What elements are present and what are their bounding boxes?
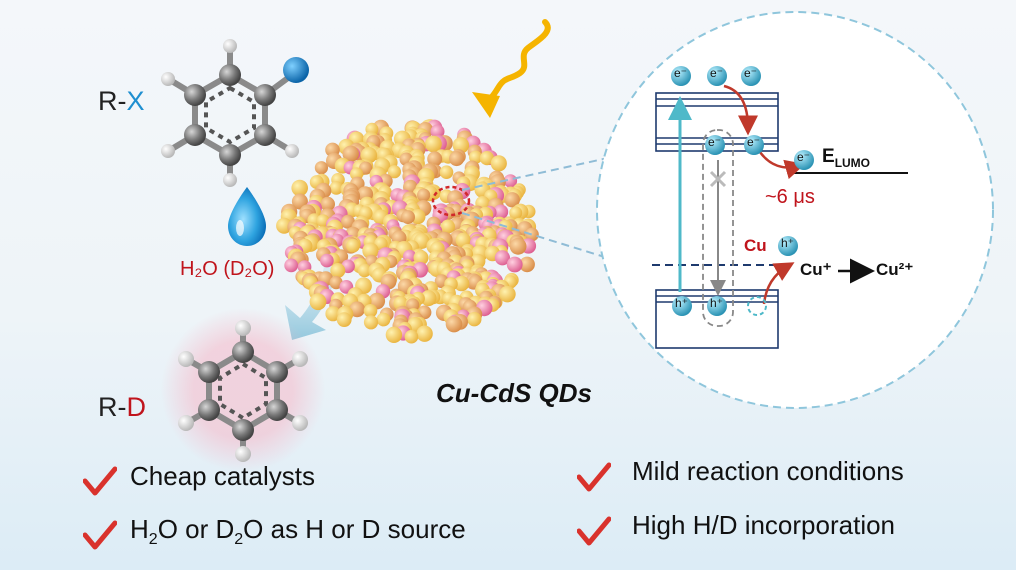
qd-atom <box>509 206 523 220</box>
qd-atom <box>362 242 379 259</box>
qd-atom <box>427 151 443 167</box>
qd-atom <box>325 306 341 322</box>
hole <box>707 296 727 316</box>
blocked-recombination-cross-icon <box>709 170 727 188</box>
qd-atom <box>363 315 379 330</box>
qd-atom <box>449 151 465 167</box>
electron <box>741 66 761 86</box>
electron <box>705 135 725 155</box>
qd-atom <box>341 214 355 229</box>
qd-atom <box>469 150 483 164</box>
qd-atom <box>342 145 359 162</box>
qd-atom <box>387 165 401 179</box>
light-wave-icon <box>472 19 551 118</box>
cu-plus-label: Cu⁺ <box>800 260 832 279</box>
qd-atom <box>385 326 403 343</box>
qd-atom <box>404 329 419 344</box>
electron-label: e⁻ <box>747 135 761 149</box>
qd-atom <box>504 192 520 208</box>
qd-atom <box>363 304 378 318</box>
qd-atom <box>320 196 336 212</box>
qd-atom <box>314 161 328 175</box>
water-label: H₂O (D₂O) <box>180 258 275 280</box>
check-icon <box>577 462 611 492</box>
qd-atom <box>309 293 327 311</box>
qd-atom <box>490 155 507 172</box>
electron <box>671 66 691 86</box>
lifetime-label: ~6 μs <box>765 186 815 208</box>
hole <box>778 236 798 256</box>
qd-atom <box>320 253 334 268</box>
qd-atom <box>503 174 518 188</box>
aryl-halide-molecule <box>161 39 309 187</box>
qd-atom <box>479 151 494 166</box>
feature-hd-incorporation: High H/D incorporation <box>632 510 896 540</box>
quantum-dot-cluster <box>276 119 539 344</box>
zoom-source-ellipse <box>431 185 471 217</box>
qd-atom <box>445 315 463 333</box>
hole-label: h⁺ <box>710 296 724 310</box>
qd-atom <box>494 250 510 266</box>
qd-atom <box>284 258 299 273</box>
qd-atom <box>346 238 360 253</box>
check-icon <box>83 466 117 496</box>
hole-label: h⁺ <box>675 296 689 310</box>
qd-atom <box>467 312 482 327</box>
reactant-label: R-X <box>98 86 145 116</box>
qd-atom <box>336 312 352 327</box>
qd-atom <box>401 210 415 225</box>
qd-atom <box>357 263 372 278</box>
qd-atom <box>439 165 454 179</box>
qd-atom <box>330 263 346 278</box>
feature-mild-conditions: Mild reaction conditions <box>632 456 904 486</box>
qd-atom <box>406 298 420 312</box>
feature-water-source: H2O or D2O as H or D source <box>130 514 466 549</box>
hole <box>672 296 692 316</box>
qd-atom <box>453 275 470 292</box>
qd-atom <box>506 256 523 273</box>
electron <box>707 66 727 86</box>
cu-2plus-label: Cu²⁺ <box>876 260 914 279</box>
cu-label: Cu <box>744 236 767 255</box>
qd-atom <box>416 325 433 342</box>
electron-label: e⁻ <box>744 66 758 80</box>
recombination-box <box>702 129 734 327</box>
product-label: R-D <box>98 392 146 422</box>
qd-atom <box>493 204 509 220</box>
qd-atom <box>430 124 445 139</box>
electron-transfer-arrow <box>758 151 806 180</box>
electron <box>744 135 764 155</box>
vacant-hole <box>747 296 767 316</box>
water-drop-icon <box>228 187 266 246</box>
energy-diagram <box>596 11 994 409</box>
electron-label: e⁻ <box>797 150 811 164</box>
electron-label: e⁻ <box>710 66 724 80</box>
electron-relax-arrow <box>723 84 758 136</box>
electron-label: e⁻ <box>674 66 688 80</box>
check-icon <box>83 520 117 550</box>
qd-atom <box>420 290 437 307</box>
qd-atom <box>329 276 343 290</box>
electron-label: e⁻ <box>708 135 722 149</box>
qd-atom <box>417 188 431 202</box>
zoom-line-top <box>461 157 609 191</box>
electron <box>794 150 814 170</box>
qd-atom <box>425 135 442 153</box>
qd-atom <box>329 181 344 195</box>
zoom-circle <box>596 11 994 409</box>
qd-atom <box>509 237 527 255</box>
qd-atom <box>291 179 309 197</box>
deuterated-benzene-molecule <box>161 308 325 472</box>
qd-title: Cu-CdS QDs <box>436 378 592 408</box>
qd-atom <box>519 256 535 273</box>
qd-atom <box>525 227 539 242</box>
hole-label: h⁺ <box>781 236 795 250</box>
check-icon <box>577 516 611 546</box>
qd-atom <box>376 312 391 327</box>
qd-atom <box>499 285 516 303</box>
e-lumo-label: ELUMO <box>822 146 871 170</box>
feature-cheap-catalysts: Cheap catalysts <box>130 461 315 491</box>
qd-atom <box>440 219 455 234</box>
